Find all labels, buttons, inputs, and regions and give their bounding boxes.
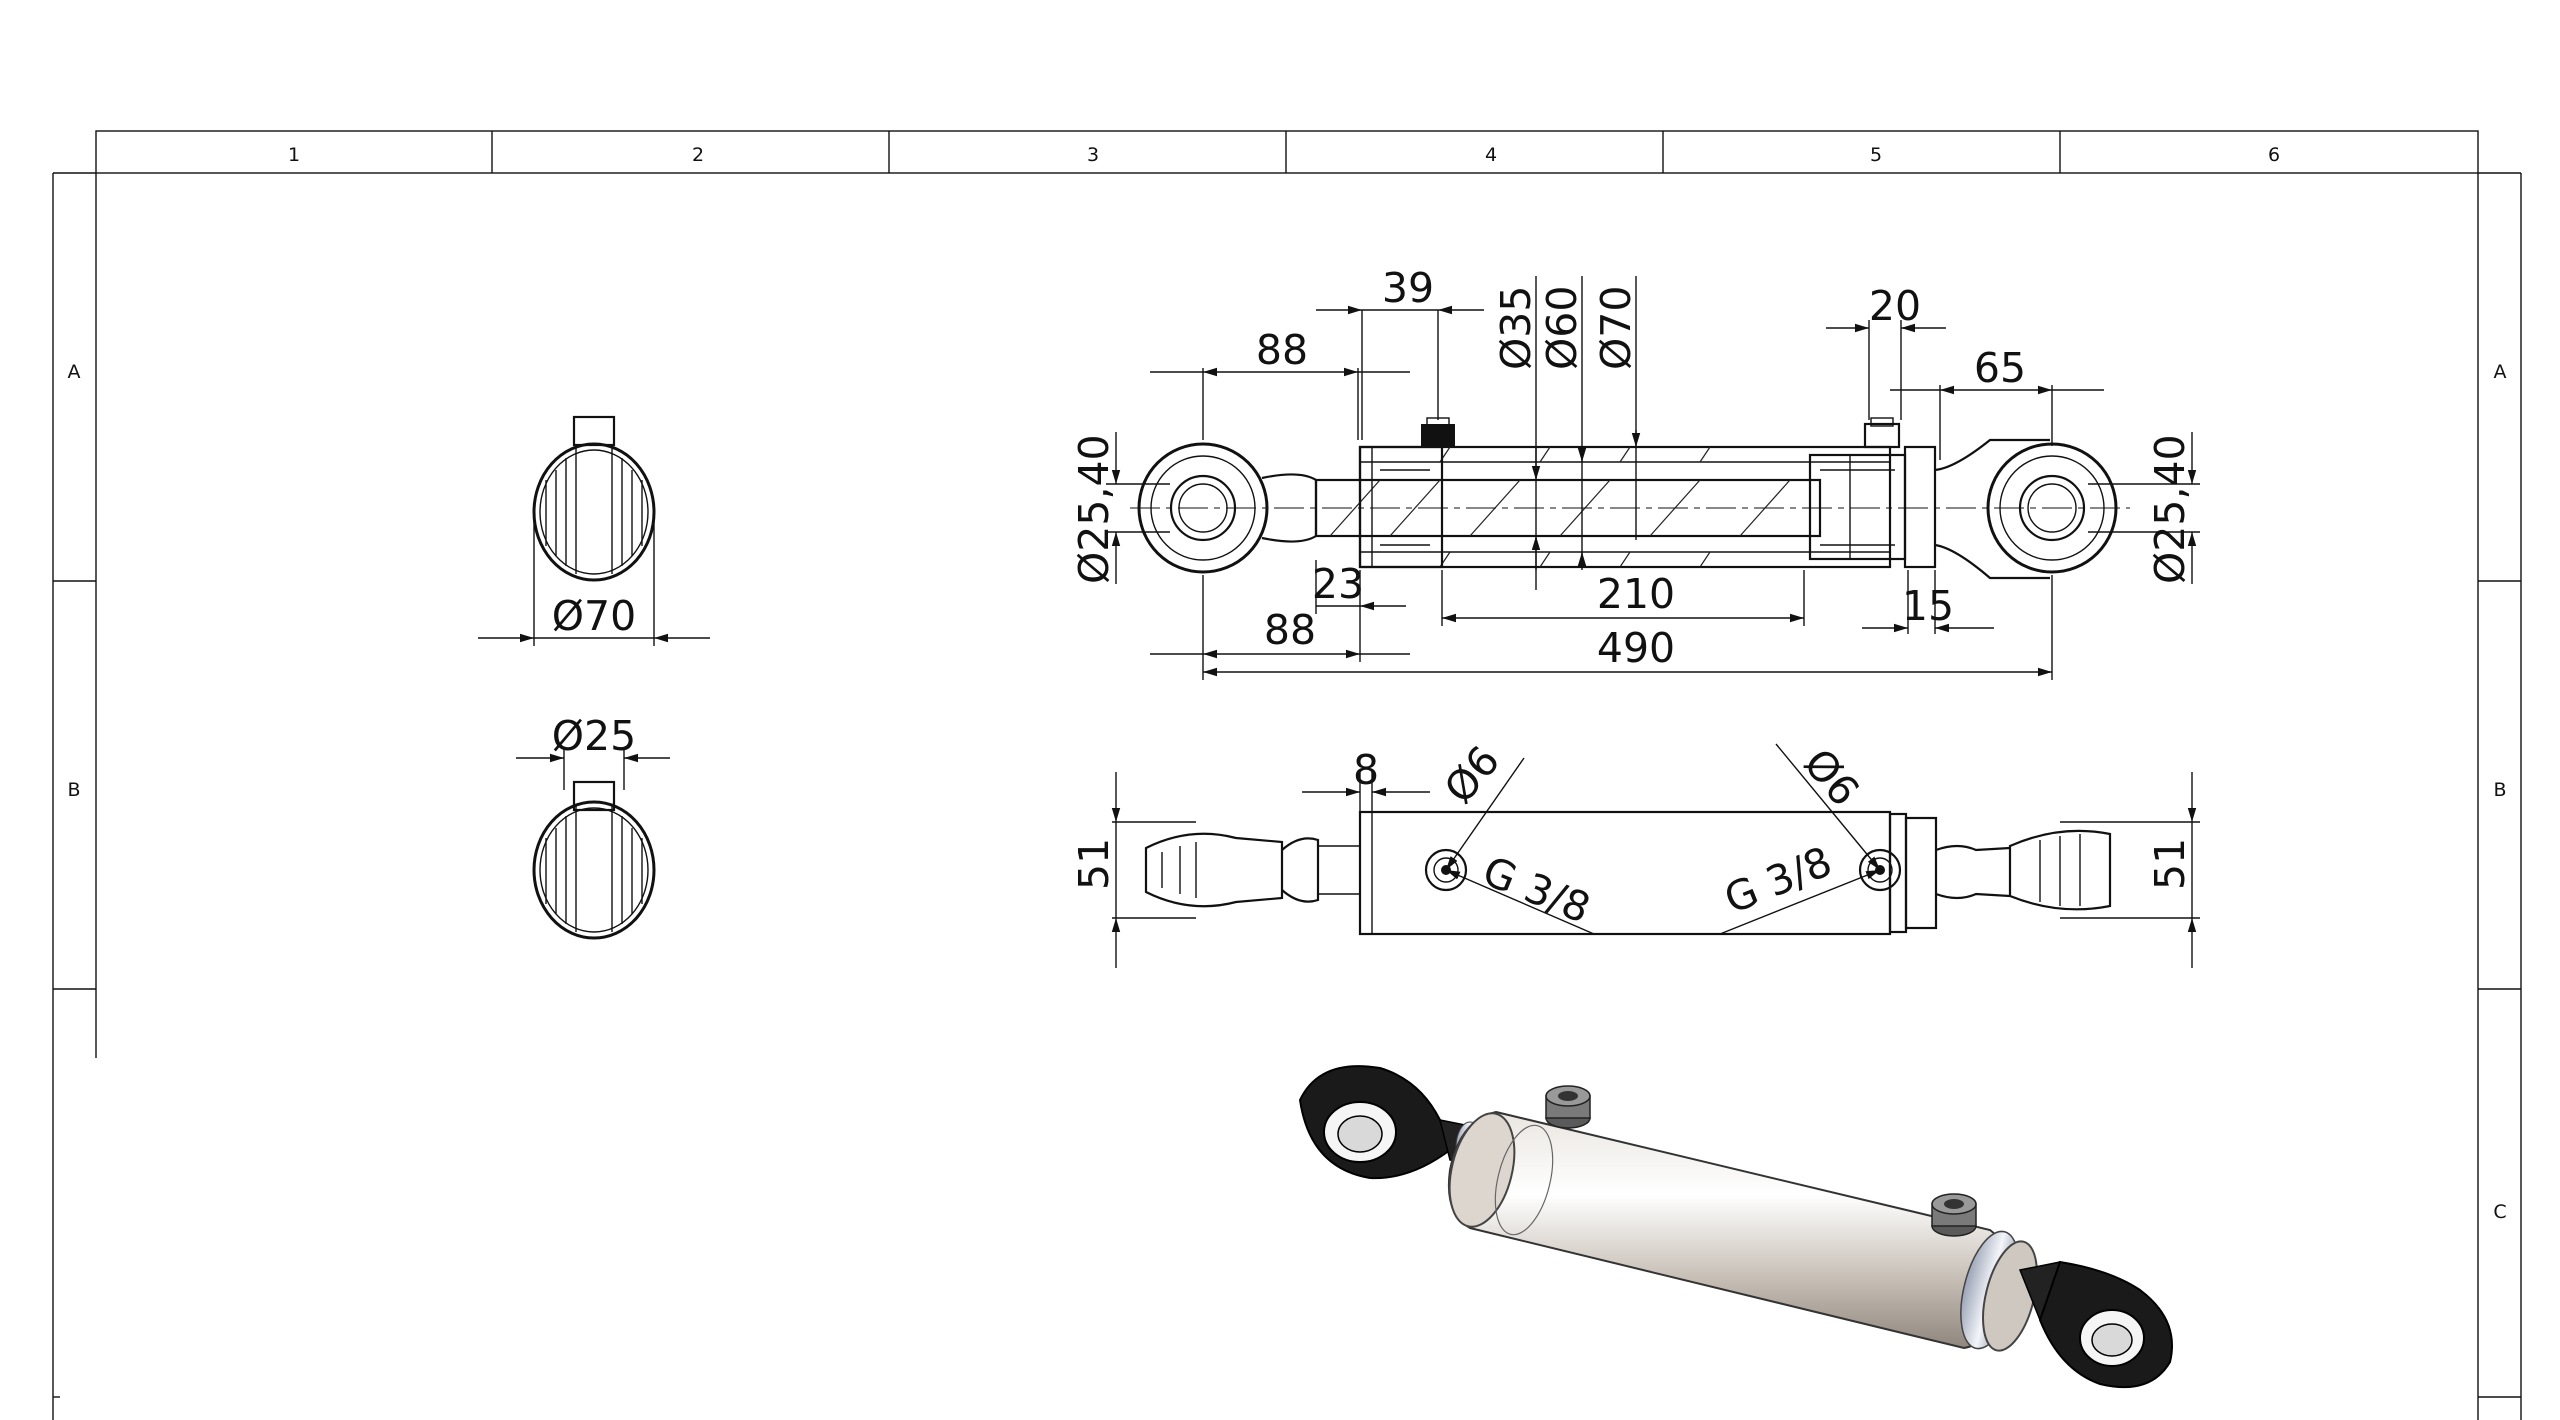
- dim-15: 15: [1902, 582, 1954, 630]
- zone-labels: 1 2 3 4 5 6 A B A B C: [67, 144, 2506, 1223]
- iso-left-eye: [1298, 1065, 1487, 1180]
- dim-dia25-40-right: Ø25,40: [2146, 434, 2194, 584]
- zone-top-5: 5: [1870, 144, 1882, 166]
- dim-51-right: 51: [2146, 838, 2194, 890]
- zone-top-1: 1: [288, 144, 300, 166]
- zone-right-b: B: [2493, 779, 2506, 801]
- dim-88-bottom: 88: [1264, 606, 1316, 654]
- dim-end-dia70: Ø70: [552, 592, 636, 640]
- zone-left-b: B: [67, 779, 80, 801]
- front-section-view: 39 88 Ø35 Ø60 Ø70 20 65: [1070, 264, 2200, 680]
- dim-39: 39: [1382, 264, 1434, 312]
- dim-490: 490: [1597, 624, 1675, 672]
- zone-top-4: 4: [1485, 144, 1497, 166]
- zone-top-6: 6: [2268, 144, 2280, 166]
- dim-88-top: 88: [1256, 326, 1308, 374]
- sheet-border: [52, 130, 2522, 1420]
- dim-20: 20: [1869, 282, 1921, 330]
- zone-top-3: 3: [1087, 144, 1099, 166]
- dim-end-dia25: Ø25: [552, 712, 636, 760]
- zone-top-2: 2: [692, 144, 704, 166]
- top-view: 8 Ø6 Ø6 G 3/8 G 3/8 51 51: [1070, 737, 2200, 968]
- label-port-left: G 3/8: [1476, 847, 1597, 933]
- dim-dia25-40-left: Ø25,40: [1070, 434, 1118, 584]
- dim-23: 23: [1312, 560, 1364, 608]
- end-view-lower: Ø25: [516, 712, 670, 940]
- iso-right-eye: [2018, 1260, 2173, 1389]
- dim-dia60: Ø60: [1538, 286, 1586, 370]
- dim-dia70: Ø70: [1592, 286, 1640, 370]
- zone-right-c: C: [2493, 1201, 2506, 1223]
- zone-left-a: A: [68, 361, 81, 383]
- end-view-upper: Ø70: [478, 415, 710, 646]
- dim-dia6-right: Ø6: [1794, 740, 1868, 816]
- zone-right-a: A: [2494, 361, 2507, 383]
- dim-8: 8: [1353, 746, 1379, 794]
- dim-dia6-left: Ø6: [1435, 737, 1509, 813]
- dim-dia35: Ø35: [1492, 286, 1540, 370]
- dim-65: 65: [1974, 344, 2026, 392]
- isometric-render: [1298, 1065, 2173, 1389]
- dim-51-left: 51: [1070, 838, 1118, 890]
- dim-210: 210: [1597, 570, 1675, 618]
